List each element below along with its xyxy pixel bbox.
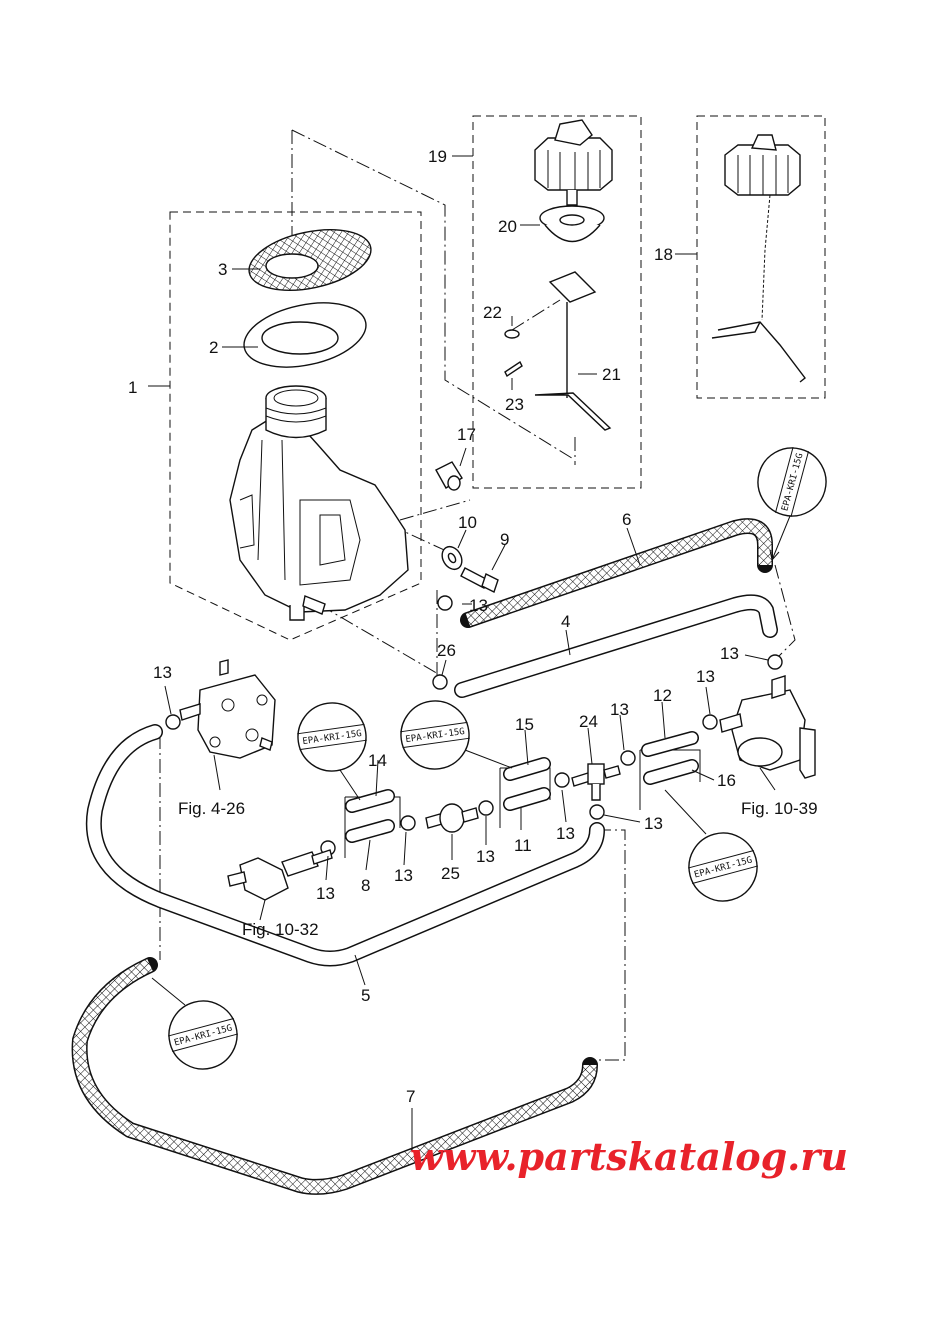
- label-part-13-d: 13: [696, 667, 715, 686]
- bolt-part-9: [460, 567, 499, 593]
- oil-tank-part: [229, 385, 409, 621]
- pump-fig-4-26: [179, 659, 276, 759]
- foam-pad-part: [248, 229, 372, 291]
- stamp-pointer-4: [664, 789, 707, 835]
- label-part-17: 17: [457, 425, 476, 444]
- label-part-13-g: 13: [644, 814, 663, 833]
- label-part-13-f: 13: [556, 824, 575, 843]
- guide-line-7: [590, 829, 626, 1061]
- label-part-23: 23: [505, 395, 524, 414]
- label-part-14: 14: [368, 751, 387, 770]
- hose-part-5: [85, 724, 605, 967]
- label-part-18: 18: [654, 245, 673, 264]
- label-part-16: 16: [717, 771, 736, 790]
- label-part-20: 20: [498, 217, 517, 236]
- label-part-11: 11: [514, 836, 532, 855]
- cap-kit-box: [472, 115, 642, 489]
- stamp-pointer-5: [151, 977, 186, 1006]
- o-ring-part-22: [504, 329, 520, 339]
- label-part-15: 15: [515, 715, 534, 734]
- label-part-1: 1: [128, 378, 137, 397]
- fig-ref-10-32: Fig. 10-32: [242, 920, 319, 939]
- guide-line-6: [774, 564, 796, 661]
- stamp-pointer-2: [339, 769, 361, 801]
- label-part-8: 8: [361, 876, 370, 895]
- cap-seal-part-20: [539, 205, 605, 242]
- label-part-13-b: 13: [469, 596, 488, 615]
- label-part-13-c: 13: [720, 644, 739, 663]
- epa-stamp-5: EPA-KRI-15G: [167, 1000, 239, 1070]
- gasket-part: [243, 302, 367, 368]
- label-part-24: 24: [579, 712, 598, 731]
- label-part-2: 2: [209, 338, 218, 357]
- label-part-12: 12: [653, 686, 672, 705]
- fitting-fig-10-32: [227, 849, 333, 901]
- label-part-21: 21: [602, 365, 621, 384]
- tank-assembly-box: [169, 211, 422, 641]
- pin-part-23: [504, 360, 523, 378]
- tee-joint-part-24: [571, 763, 621, 801]
- label-part-13-j: 13: [316, 884, 335, 903]
- stamp-pointer-3: [464, 749, 513, 769]
- label-part-26: 26: [437, 641, 456, 660]
- label-part-13-e: 13: [610, 700, 629, 719]
- hose-part-4: [454, 594, 778, 698]
- label-part-22: 22: [483, 303, 502, 322]
- grommet-part-17: [435, 461, 463, 491]
- label-part-25: 25: [441, 864, 460, 883]
- label-part-13-a: 13: [153, 663, 172, 682]
- epa-stamp-4: EPA-KRI-15G: [687, 832, 759, 902]
- label-part-10: 10: [458, 513, 477, 532]
- washer-part-10: [441, 545, 463, 571]
- epa-stamp-3: EPA-KRI-15G: [400, 700, 470, 770]
- fig-ref-10-39: Fig. 10-39: [741, 799, 818, 818]
- dipstick-part-21: [534, 271, 612, 431]
- label-part-9: 9: [500, 530, 509, 549]
- label-part-4: 4: [561, 612, 570, 631]
- label-part-6: 6: [622, 510, 631, 529]
- guide-line-outlet: [319, 604, 441, 676]
- clamp-parts: [165, 595, 783, 856]
- epa-stamp-2: EPA-KRI-15G: [297, 702, 367, 772]
- label-part-5: 5: [361, 986, 370, 1005]
- hose-part-6: [460, 518, 773, 628]
- epa-stamp-1: EPA-KRI-15G: [757, 446, 827, 518]
- label-part-13-i: 13: [394, 866, 413, 885]
- label-part-13-h: 13: [476, 847, 495, 866]
- short-hose-parts: [345, 731, 699, 843]
- guide-line-22: [511, 299, 561, 331]
- cap-with-chain-part-18: [711, 134, 806, 383]
- guide-line-top: [291, 129, 576, 461]
- valve-fig-10-39: [719, 675, 816, 779]
- label-part-19: 19: [428, 147, 447, 166]
- cap-chain-box: [696, 115, 826, 399]
- watermark-text: www.partskatalog.ru: [410, 1134, 848, 1179]
- label-part-3: 3: [218, 260, 227, 279]
- hose-part-7: [71, 957, 598, 1195]
- label-part-7: 7: [406, 1087, 415, 1106]
- leader-lines: [148, 155, 776, 1150]
- fig-ref-4-26: Fig. 4-26: [178, 799, 245, 818]
- tank-cap-part-19: [534, 119, 613, 206]
- check-valve-part-25: [425, 803, 479, 833]
- stamp-pointer-1: [769, 515, 791, 561]
